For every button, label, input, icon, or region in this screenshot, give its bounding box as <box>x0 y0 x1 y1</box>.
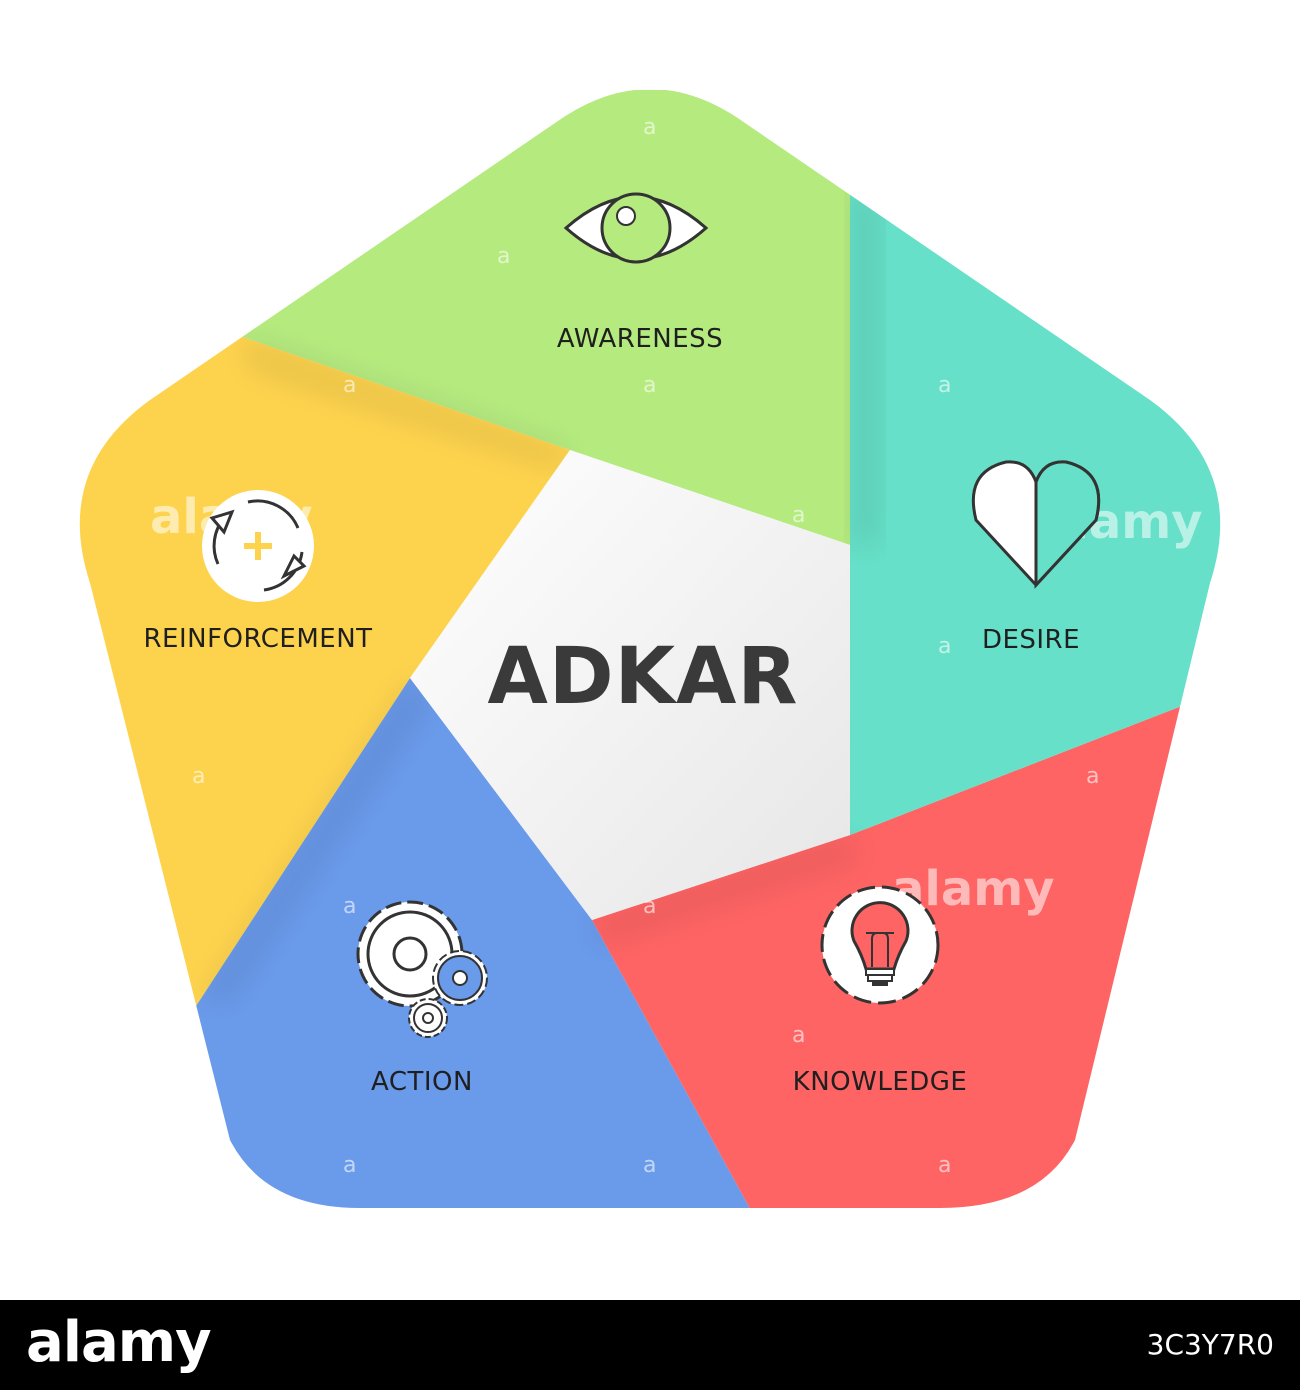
action-label: ACTION <box>371 1067 473 1097</box>
svg-text:a: a <box>643 1153 656 1178</box>
footer-bar: alamy 3C3Y7R0 <box>0 1300 1300 1390</box>
footer-image-id: 3C3Y7R0 <box>1146 1328 1274 1361</box>
svg-text:a: a <box>643 373 656 398</box>
cycle-plus-icon <box>202 490 314 602</box>
svg-text:a: a <box>643 894 656 919</box>
diagram-title: ADKAR <box>488 632 799 722</box>
svg-text:a: a <box>643 115 656 140</box>
adkar-diagram: alamy alamy alamy a a a a a a a a a a a … <box>79 90 1221 1208</box>
svg-text:a: a <box>343 1153 356 1178</box>
knowledge-label: KNOWLEDGE <box>793 1067 968 1097</box>
reinforcement-label: REINFORCEMENT <box>143 624 372 654</box>
awareness-label: AWARENESS <box>557 324 723 354</box>
svg-text:a: a <box>192 764 205 789</box>
center-panel <box>410 450 850 920</box>
lightbulb-gear-icon <box>820 885 940 1005</box>
svg-text:a: a <box>938 634 951 659</box>
gears-icon <box>356 900 488 1038</box>
svg-text:a: a <box>938 373 951 398</box>
svg-text:a: a <box>343 894 356 919</box>
svg-text:a: a <box>343 373 356 398</box>
svg-text:a: a <box>792 503 805 528</box>
svg-text:a: a <box>1086 764 1099 789</box>
eye-icon <box>563 192 709 264</box>
svg-text:a: a <box>792 1023 805 1048</box>
svg-text:a: a <box>497 244 510 269</box>
svg-text:a: a <box>938 1153 951 1178</box>
desire-label: DESIRE <box>982 625 1080 655</box>
heart-icon <box>971 460 1101 589</box>
footer-logo: alamy <box>26 1310 212 1375</box>
